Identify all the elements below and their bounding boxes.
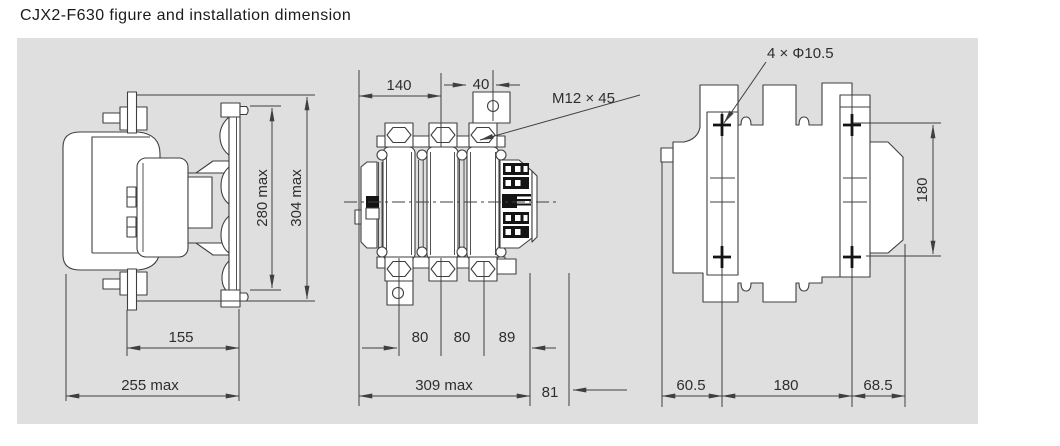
dim-68-5: 68.5 <box>863 377 892 394</box>
dim-309-max: 309 max <box>415 377 473 394</box>
terminal-screw-top <box>102 91 148 134</box>
dim-80-b: 80 <box>454 329 471 346</box>
dim-140: 140 <box>386 77 411 94</box>
terminal-screw-bottom <box>102 268 148 311</box>
rear-view-dimensions: 4 × Φ10.5 180 60.5 180 68.5 <box>661 45 941 407</box>
side-view-dimensions: 280 max 304 max 155 255 max <box>65 94 315 401</box>
side-view-magnet-block <box>136 157 189 258</box>
rear-view: 4 × Φ10.5 180 60.5 180 68.5 <box>660 45 941 407</box>
coil-terminal-blocks <box>126 186 137 238</box>
mounting-hole-cross-bottom-left <box>713 246 731 268</box>
dim-180-vertical: 180 <box>914 177 931 202</box>
dim-89: 89 <box>499 329 516 346</box>
mounting-hole-cross-top-right <box>843 114 861 136</box>
front-view-dimensions: 140 40 M12 × 45 80 80 89 309 max 81 <box>358 70 641 406</box>
pole-1 <box>382 146 416 261</box>
dim-80-a: 80 <box>412 329 429 346</box>
dim-180-horizontal: 180 <box>773 377 798 394</box>
dim-81: 81 <box>542 384 559 401</box>
page-title: CJX2-F630 figure and installation dimens… <box>20 7 352 24</box>
mounting-bracket <box>219 102 249 308</box>
aux-contact-block <box>499 159 538 249</box>
dim-155: 155 <box>168 329 193 346</box>
mounting-rail-right <box>839 94 871 278</box>
pole-2 <box>426 146 459 261</box>
dim-304-max: 304 max <box>288 169 305 227</box>
pole-3-top-tab <box>472 91 511 124</box>
corner-rivets <box>376 149 507 258</box>
side-view: 280 max 304 max 155 255 max <box>62 91 315 401</box>
dim-255-max: 255 max <box>121 377 179 394</box>
label-m12x45: M12 × 45 <box>552 90 615 107</box>
pole-3 <box>466 146 500 261</box>
front-view: 140 40 M12 × 45 80 80 89 309 max 81 <box>344 70 641 406</box>
mounting-hole-cross-bottom-right <box>843 246 861 268</box>
label-mounting-holes: 4 × Φ10.5 <box>767 45 834 62</box>
dim-280-max: 280 max <box>254 169 271 227</box>
mounting-hole-cross-top-left <box>713 114 731 136</box>
rear-left-tab <box>660 147 674 163</box>
dim-60-5: 60.5 <box>676 377 705 394</box>
dim-40: 40 <box>473 76 490 93</box>
